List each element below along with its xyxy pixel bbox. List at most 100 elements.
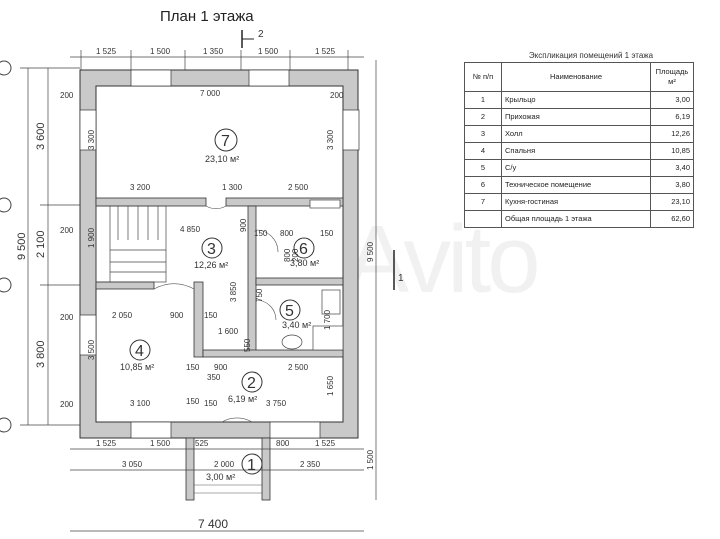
room-3-circle — [201, 237, 223, 259]
dim-150b: 150 — [320, 229, 334, 238]
dim-3850: 3 850 — [229, 281, 238, 302]
row-name: Спальня — [501, 142, 651, 160]
top-dim-1: 1 525 — [96, 47, 117, 56]
wall-bedroom-north — [95, 281, 155, 290]
door-tech — [255, 229, 279, 253]
shower — [312, 325, 344, 351]
row-no: 7 — [464, 193, 502, 211]
row-area: 3,80 — [650, 176, 694, 194]
row-no: 1 — [464, 91, 502, 109]
explication-title: Экспликация помещений 1 этажа — [528, 51, 654, 60]
row-no: 6 — [464, 176, 502, 194]
dim-1700: 1 700 — [323, 309, 332, 330]
row-name: Крыльцо — [501, 91, 651, 109]
toilet — [321, 289, 341, 315]
dim-3300b: 3 300 — [326, 129, 335, 150]
dim-3750: 3 750 — [266, 399, 287, 408]
total-label: Общая площадь 1 этажа — [501, 210, 651, 228]
dim-3100: 3 100 — [130, 399, 151, 408]
dim-350: 350 — [207, 373, 221, 382]
section-mark-1: 1 — [398, 273, 404, 284]
axis-marker — [0, 277, 12, 293]
row-name: Техническое помещение — [501, 176, 651, 194]
row-area: 3,40 — [650, 159, 694, 177]
dim-550: 550 — [243, 338, 252, 352]
dim-800b: 800 — [283, 248, 292, 262]
dim-1600: 1 600 — [218, 327, 239, 336]
bottom-dim-6: 3 050 — [122, 460, 143, 469]
bottom-dim-5: 1 525 — [315, 439, 336, 448]
left-dim-1: 3 600 — [35, 122, 47, 150]
dim-900c: 900 — [214, 363, 228, 372]
room-6-area: 3,80 м² — [290, 258, 319, 268]
dim-2050: 2 050 — [112, 311, 133, 320]
bottom-dim-2: 1 500 — [150, 439, 171, 448]
axis-marker — [0, 417, 12, 433]
table-header-row: № п/п Наименование Площадь м² — [464, 62, 694, 92]
col-header-name: Наименование — [501, 62, 651, 92]
left-dim-3: 3 800 — [35, 340, 47, 368]
wall-dim-3: 200 — [60, 313, 74, 322]
room-5-number: 5 — [285, 303, 294, 320]
bottom-dim-7: 2 000 — [214, 460, 235, 469]
row-no: 2 — [464, 108, 502, 126]
porch — [185, 437, 271, 501]
outer-walls — [79, 69, 359, 439]
sink — [281, 334, 303, 350]
wall-dim-4: 200 — [60, 400, 74, 409]
wall-dim-5: 200 — [330, 91, 344, 100]
row-name: Кухня-гостиная — [501, 193, 651, 211]
wall-kitchen-south-2 — [225, 197, 344, 207]
dim-150d: 150 — [186, 363, 200, 372]
dim-200a: 200 — [291, 248, 300, 262]
axis-marker — [0, 197, 12, 213]
dim-150a: 150 — [254, 229, 268, 238]
bottom-dim-3: 525 — [195, 439, 209, 448]
left-dim-2: 2 100 — [35, 230, 47, 258]
dim-7000: 7 000 — [200, 89, 221, 98]
room-2-circle — [241, 371, 263, 393]
section-mark-2: 2 — [258, 29, 264, 40]
dim-1650: 1 650 — [326, 375, 335, 396]
overall-width-dim: 7 400 — [198, 517, 228, 531]
row-name: Холл — [501, 125, 651, 143]
row-area: 6,19 — [650, 108, 694, 126]
room-1-circle — [241, 453, 263, 475]
dim-800a: 800 — [280, 229, 294, 238]
room-5-area: 3,40 м² — [282, 320, 311, 330]
top-dim-2: 1 500 — [150, 47, 171, 56]
left-total-dim: 9 500 — [16, 232, 28, 260]
row-area: 23,10 — [650, 193, 694, 211]
row-area: 12,26 — [650, 125, 694, 143]
row-area: 3,00 — [650, 91, 694, 109]
boiler-fixtures — [309, 199, 341, 209]
staircase — [95, 205, 167, 283]
dim-900a: 900 — [239, 218, 248, 232]
row-name: С/у — [501, 159, 651, 177]
dim-150e: 150 — [186, 397, 200, 406]
porch-depth-dim: 1 500 — [366, 449, 375, 470]
row-no: 4 — [464, 142, 502, 160]
room-1-area: 3,00 м² — [206, 472, 235, 482]
axis-marker — [0, 60, 12, 76]
room-2-area: 6,19 м² — [228, 394, 257, 404]
door-bedroom — [153, 283, 195, 290]
right-total-dim: 9 500 — [366, 241, 375, 262]
room-2-number: 2 — [247, 375, 256, 392]
room-1-number: 1 — [247, 457, 256, 474]
room-6-number: 6 — [299, 241, 308, 258]
room-4-circle — [129, 339, 151, 361]
dim-1300: 1 300 — [222, 183, 243, 192]
room-4-number: 4 — [135, 343, 144, 360]
dim-3300: 3 300 — [87, 129, 96, 150]
total-area: 62,60 — [650, 210, 694, 228]
room-4-area: 10,85 м² — [120, 362, 154, 372]
top-dim-5: 1 525 — [315, 47, 336, 56]
row-no: 5 — [464, 159, 502, 177]
row-name: Прихожая — [501, 108, 651, 126]
